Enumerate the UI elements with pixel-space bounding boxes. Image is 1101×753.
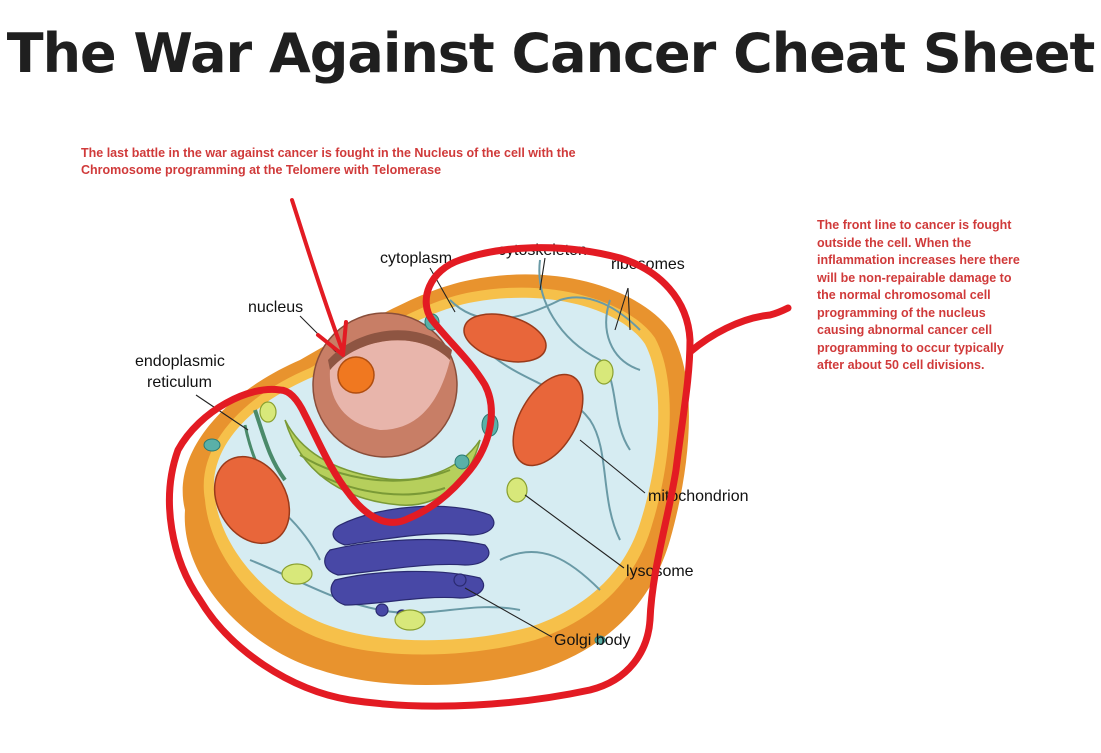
outside-connector — [686, 304, 792, 356]
nucleus — [312, 312, 458, 458]
label-golgi-body: Golgi body — [554, 632, 631, 649]
nucleus-arrow-shaft — [290, 198, 345, 354]
mitochondrion-right — [512, 373, 584, 467]
mitochondrion-left — [213, 455, 291, 545]
label-nucleus: nucleus — [248, 299, 303, 316]
inflammation-loop — [165, 244, 694, 710]
red-annotations — [165, 198, 792, 710]
label-endoplasmic: endoplasmic — [135, 353, 225, 370]
label-lysosome: lysosome — [626, 563, 694, 580]
label-cytoplasm: cytoplasm — [380, 250, 452, 267]
cell-labels: cytoplasm cytoskeleton ribosomes nucleus… — [135, 242, 749, 649]
nucleus-battle-note: The last battle in the war against cance… — [81, 146, 576, 177]
nucleus-arrow-head — [316, 320, 348, 357]
nucleolus — [337, 356, 375, 394]
label-reticulum: reticulum — [147, 374, 212, 391]
mitochondrion-top — [463, 313, 547, 363]
lysosomes — [259, 359, 614, 631]
front-line-note: The front line to cancer is fought outsi… — [817, 218, 1020, 372]
mitochondria — [213, 313, 584, 545]
label-mitochondrion: mitochondrion — [648, 488, 749, 505]
page-title: The War Against Cancer Cheat Sheet — [6, 22, 1096, 85]
